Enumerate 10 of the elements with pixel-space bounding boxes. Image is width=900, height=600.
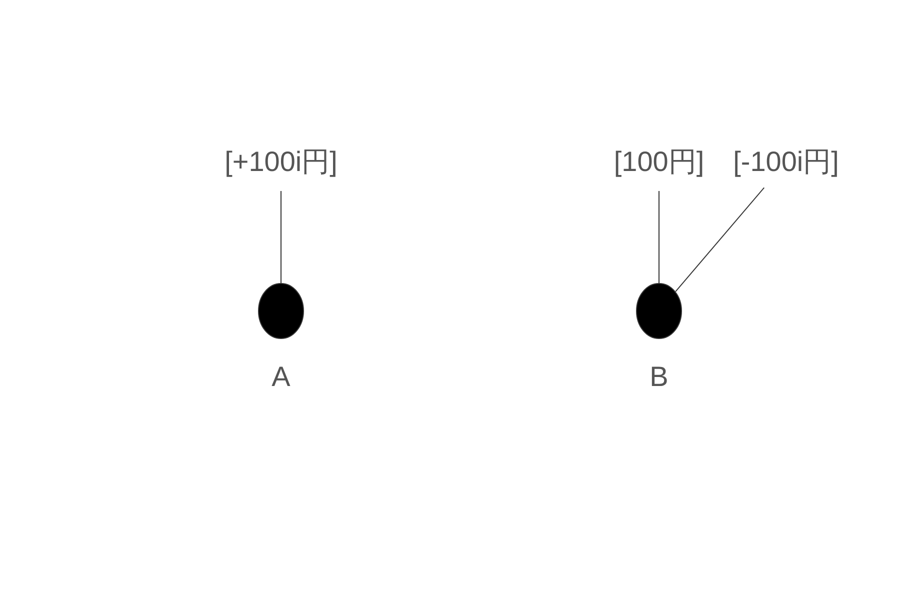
amount-label: [100円] <box>614 147 704 177</box>
point-label: A <box>272 362 290 392</box>
leader-line <box>675 187 765 292</box>
amount-label: [+100i円] <box>224 147 338 177</box>
point-dot <box>258 283 304 339</box>
amount-label: [-100i円] <box>733 147 839 177</box>
leader-line <box>280 190 282 284</box>
point-label: B <box>650 362 668 392</box>
leader-line <box>658 190 660 284</box>
point-dot <box>636 283 682 339</box>
